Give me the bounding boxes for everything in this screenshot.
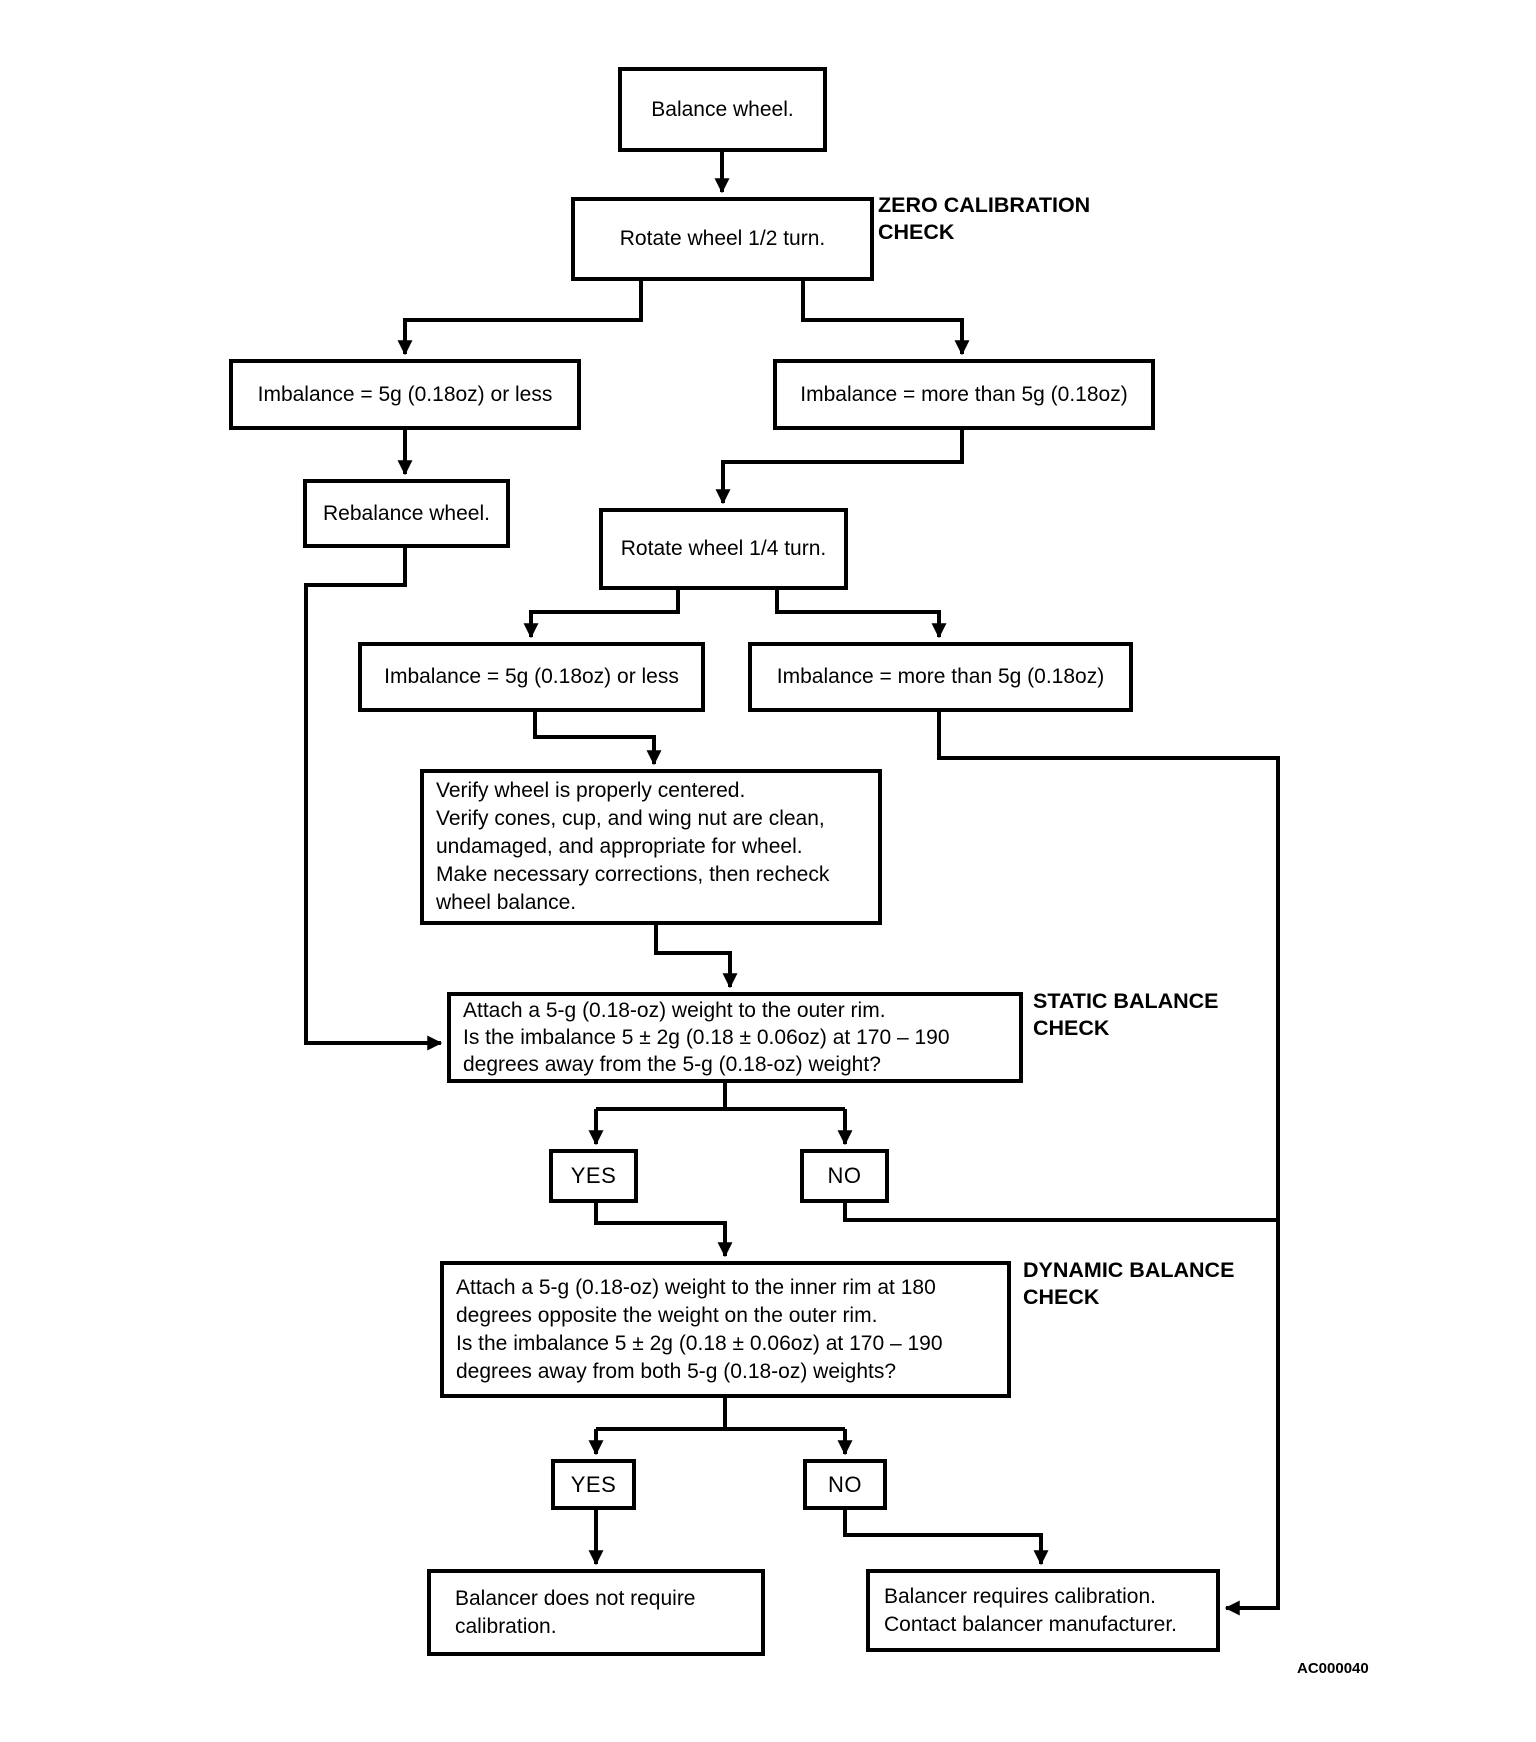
node-imbalance2-less: Imbalance = 5g (0.18oz) or less bbox=[358, 642, 705, 712]
node-dynamic-yes: YES bbox=[551, 1459, 636, 1510]
arrow-rotatequarter-to-imb2more bbox=[775, 588, 947, 639]
line-staticno-to-rail bbox=[843, 1201, 1278, 1222]
node-dynamic-no: NO bbox=[803, 1459, 887, 1510]
node-rebalance-wheel-label: Rebalance wheel. bbox=[323, 501, 490, 525]
arrow-rotatequarter-to-imb2less bbox=[523, 588, 680, 639]
section-label-zero-calibration-check: ZERO CALIBRATION CHECK bbox=[878, 193, 1091, 244]
node-imbalance2-more-label: Imbalance = more than 5g (0.18oz) bbox=[776, 665, 1105, 688]
node-static-balance-question-label: Attach a 5-g (0.18-oz) weight to the out… bbox=[463, 999, 950, 1076]
node-calibration-required-label: Balancer requires calibration. Contact b… bbox=[884, 1584, 1177, 1636]
node-dynamic-yes-label: YES bbox=[570, 1471, 617, 1497]
node-dynamic-no-label: NO bbox=[828, 1471, 862, 1497]
node-no-calibration-needed: Balancer does not require calibration. bbox=[427, 1569, 765, 1656]
node-dynamic-balance-question: Attach a 5-g (0.18-oz) weight to the inn… bbox=[440, 1261, 1011, 1398]
node-static-yes-label: YES bbox=[570, 1163, 617, 1188]
node-imbalance1-more: Imbalance = more than 5g (0.18oz) bbox=[773, 359, 1155, 430]
node-calibration-required: Balancer requires calibration. Contact b… bbox=[866, 1569, 1220, 1652]
section-label-static-balance-check: STATIC BALANCE CHECK bbox=[1033, 989, 1219, 1040]
section-label-dynamic-balance-check: DYNAMIC BALANCE CHECK bbox=[1023, 1258, 1235, 1309]
arrow-staticyes-to-dynamiccheck bbox=[594, 1201, 733, 1258]
node-imbalance2-less-label: Imbalance = 5g (0.18oz) or less bbox=[384, 665, 679, 688]
node-static-no: NO bbox=[800, 1149, 889, 1203]
node-static-balance-question: Attach a 5-g (0.18-oz) weight to the out… bbox=[447, 992, 1023, 1083]
node-dynamic-balance-question-label: Attach a 5-g (0.18-oz) weight to the inn… bbox=[456, 1275, 943, 1383]
node-rebalance-wheel: Rebalance wheel. bbox=[303, 479, 510, 548]
node-rotate-half-turn: Rotate wheel 1/2 turn. bbox=[571, 197, 874, 281]
node-rotate-half-turn-label: Rotate wheel 1/2 turn. bbox=[619, 227, 826, 250]
arrow-imb1more-to-rotatequarter bbox=[715, 428, 964, 505]
arrow-rotatehalf-to-imb1more bbox=[801, 277, 970, 356]
arrow-dynamicno-to-calibration-required bbox=[843, 1508, 1049, 1566]
arrow-imb2more-to-calibration-required bbox=[937, 710, 1280, 1616]
node-static-no-label: NO bbox=[827, 1163, 862, 1188]
node-imbalance1-less: Imbalance = 5g (0.18oz) or less bbox=[229, 359, 581, 430]
node-imbalance1-more-label: Imbalance = more than 5g (0.18oz) bbox=[800, 382, 1128, 406]
figure-code: AC000040 bbox=[1297, 1660, 1369, 1677]
node-imbalance1-less-label: Imbalance = 5g (0.18oz) or less bbox=[257, 382, 553, 406]
node-no-calibration-needed-label: Balancer does not require calibration. bbox=[455, 1586, 696, 1638]
arrow-verify-to-staticcheck bbox=[654, 923, 738, 989]
node-static-yes: YES bbox=[549, 1149, 638, 1203]
arrow-rebalance-to-staticcheck bbox=[304, 546, 443, 1051]
node-imbalance2-more: Imbalance = more than 5g (0.18oz) bbox=[748, 642, 1133, 712]
node-verify-wheel-label: Verify wheel is properly centered. Verif… bbox=[436, 779, 830, 914]
node-balance-wheel: Balance wheel. bbox=[618, 67, 827, 152]
node-rotate-quarter-turn-label: Rotate wheel 1/4 turn. bbox=[620, 537, 827, 560]
node-verify-wheel: Verify wheel is properly centered. Verif… bbox=[420, 769, 882, 925]
arrow-imb2less-to-verify bbox=[533, 710, 662, 766]
arrow-rotatehalf-to-imb1less bbox=[397, 277, 643, 356]
node-balance-wheel-label: Balance wheel. bbox=[651, 97, 794, 121]
node-rotate-quarter-turn: Rotate wheel 1/4 turn. bbox=[599, 508, 848, 590]
